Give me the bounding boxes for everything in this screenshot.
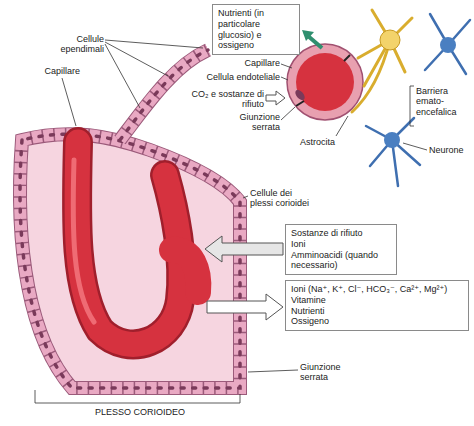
box-text: Nutrienti xyxy=(291,306,463,317)
part-label: Cellule dei plessi corioidei xyxy=(250,188,312,209)
neuron xyxy=(384,132,400,148)
leader-lines xyxy=(35,40,427,403)
endothelial-ring xyxy=(287,44,363,120)
tight-junction xyxy=(296,101,304,106)
plexus-epithelium xyxy=(20,134,240,388)
part-label: Barriera emato-encefalica xyxy=(416,86,472,117)
nutrient-arrow xyxy=(308,36,322,48)
callout-box: Ioni (Na⁺, K⁺, Cl⁻, HCO₃⁻, Ca²⁺, Mg²⁺)Vi… xyxy=(285,280,469,331)
box-text: Ossigeno xyxy=(291,316,463,327)
astrocyte-processes xyxy=(352,10,412,112)
tight-junction xyxy=(344,55,350,61)
waste-arrow xyxy=(266,91,285,105)
part-label: PLESSO CORIOIDEO xyxy=(40,407,240,417)
part-label: Capillare xyxy=(228,58,280,68)
part-label: Capillare xyxy=(30,66,80,76)
box-text: Sostanze di rifiuto xyxy=(291,228,391,239)
part-label: Neurone xyxy=(429,145,473,155)
capillary-branch xyxy=(172,250,198,292)
box-text: Vitamine xyxy=(291,295,463,306)
part-label: Giunzione serrata xyxy=(228,112,280,133)
capillary-highlight xyxy=(73,160,94,322)
box-text: Ioni (Na⁺, K⁺, Cl⁻, HCO₃⁻, Ca²⁺, Mg²⁺) xyxy=(291,284,463,295)
capillary-lumen xyxy=(296,53,354,111)
part-label: CO₂ e sostanze di rifiuto xyxy=(190,89,264,110)
transport-arrow xyxy=(205,236,283,262)
astrocyte xyxy=(380,30,400,50)
secretion-arrow xyxy=(207,294,283,320)
part-label: Astrocita xyxy=(300,137,350,147)
nutrient-arrowhead xyxy=(302,30,314,41)
box-text: Amminoacidi (quando necessario) xyxy=(291,250,391,272)
part-label: Cellula endoteliale xyxy=(188,72,280,82)
part-label: Giunzione serrata xyxy=(300,362,360,383)
endothelial-nucleus xyxy=(293,88,306,102)
box-text: Ioni xyxy=(291,239,391,250)
neuron xyxy=(440,37,456,53)
box-text: Nutrienti (in particolare glucosio) e os… xyxy=(218,8,294,51)
callout-box: Nutrienti (in particolare glucosio) e os… xyxy=(212,4,300,55)
part-label: Cellule ependimali xyxy=(40,34,104,55)
plexus-nuclei xyxy=(20,134,240,388)
callout-box: Sostanze di rifiutoIoniAmminoacidi (quan… xyxy=(285,224,397,275)
plexus-cells xyxy=(20,134,240,388)
